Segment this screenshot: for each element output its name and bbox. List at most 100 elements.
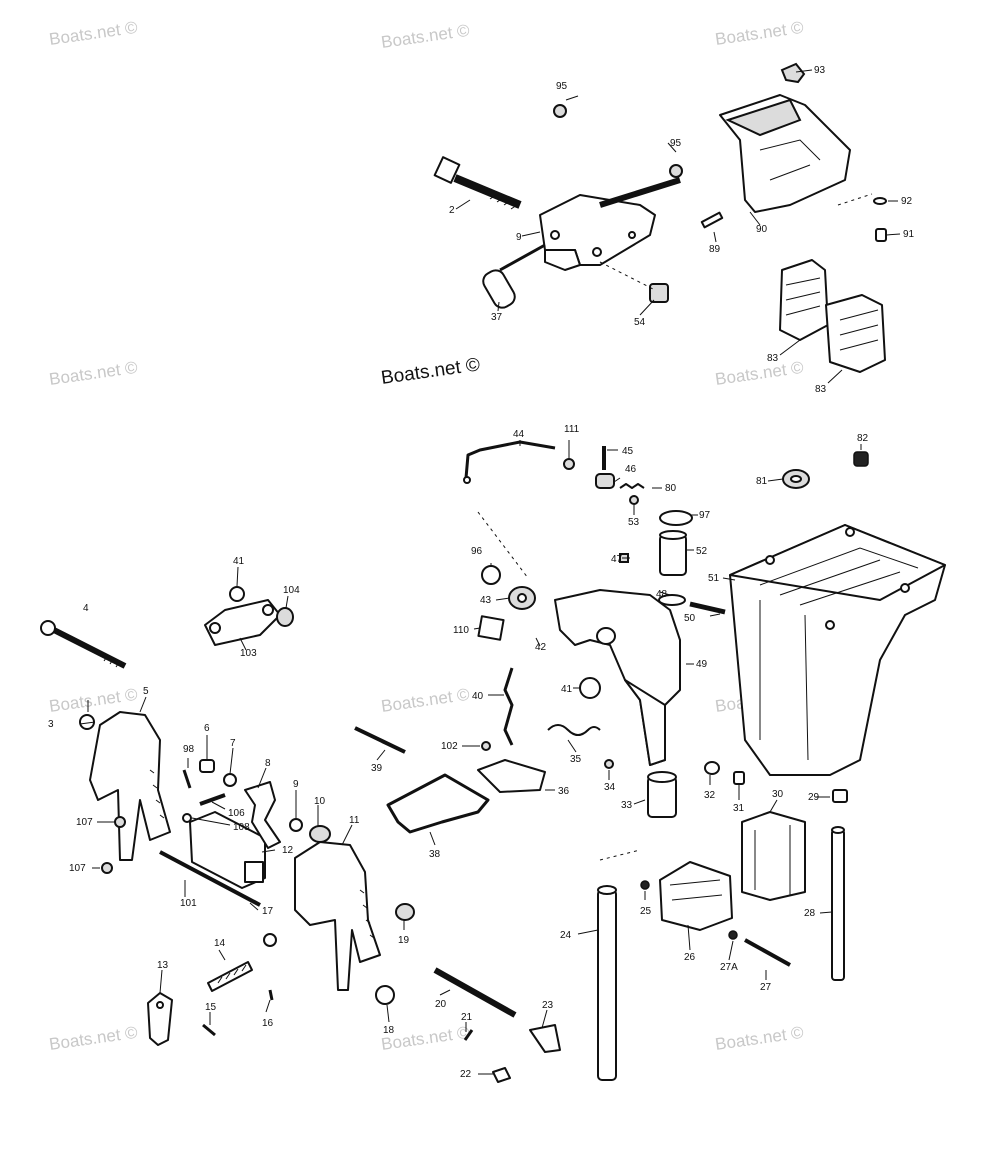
block xyxy=(595,473,615,489)
pad-12-end xyxy=(244,861,264,883)
rod-39 xyxy=(354,726,406,754)
callout-label: 83 xyxy=(815,384,827,395)
swivel-housing xyxy=(477,510,726,818)
callout-label: 52 xyxy=(696,546,708,557)
callout-label: 90 xyxy=(756,224,768,235)
callout-label: 9 xyxy=(293,779,299,790)
callout-label: 41 xyxy=(561,684,573,695)
callout-label: 83 xyxy=(767,353,779,364)
callout-label: 47 xyxy=(611,554,623,565)
nut-104 xyxy=(276,607,294,627)
tube-28-top xyxy=(831,826,845,834)
pin-98 xyxy=(182,769,192,789)
callout-labels: 2 3 4 5 6 7 8 9 9 10 11 12 13 14 15 16 1… xyxy=(48,65,915,1080)
callout-label: 41 xyxy=(233,556,245,567)
callout-label: 21 xyxy=(461,1012,473,1023)
callout-label: 107 xyxy=(76,817,93,828)
callout-label: 9 xyxy=(516,232,522,243)
watermark: Boats.net © xyxy=(48,358,139,389)
handle-13 xyxy=(147,992,173,1046)
bracket-hole xyxy=(628,231,636,239)
callout-label: 29 xyxy=(808,792,820,803)
callout-label: 6 xyxy=(204,723,210,734)
handle-13-hole xyxy=(156,1001,164,1009)
watermark: Boats.net © xyxy=(380,21,471,52)
lock-plate xyxy=(477,759,546,793)
screw-106 xyxy=(199,793,226,806)
shaft-20 xyxy=(433,967,517,1018)
screw-6 xyxy=(199,759,215,773)
callout-label: 111 xyxy=(564,424,580,435)
pin-21 xyxy=(463,1029,474,1041)
spring-wire xyxy=(503,667,514,746)
callout-label: 13 xyxy=(157,960,169,971)
callout-label: 80 xyxy=(665,483,677,494)
clamp-bolt xyxy=(689,601,726,615)
housing-top-rim xyxy=(729,524,946,601)
callout-label: 89 xyxy=(709,244,721,255)
callout-label: 96 xyxy=(471,546,483,557)
clamp-half-30 xyxy=(741,811,806,901)
swivel-ring-hole xyxy=(517,593,527,603)
clip-22 xyxy=(492,1067,511,1083)
callout-label: 51 xyxy=(708,573,720,584)
callout-label: 28 xyxy=(804,908,816,919)
seal-ring xyxy=(659,510,693,526)
callout-label: 36 xyxy=(558,786,570,797)
callout-label: 19 xyxy=(398,935,410,946)
callout-label: 108 xyxy=(233,822,250,833)
callout-label: 7 xyxy=(230,738,236,749)
locknut xyxy=(553,104,567,118)
nut xyxy=(649,283,669,303)
through-bolt-4 xyxy=(48,625,127,669)
leader-lines xyxy=(79,69,901,1075)
tube-24 xyxy=(597,889,617,1081)
lower-housing xyxy=(704,451,946,803)
link-arm-hole xyxy=(262,604,274,616)
callout-label: 25 xyxy=(640,906,652,917)
link-nut xyxy=(563,458,575,470)
callout-label: 42 xyxy=(535,642,547,653)
callout-label: 44 xyxy=(513,429,525,440)
lock-lever xyxy=(386,773,490,834)
swivel-bore xyxy=(596,627,616,645)
callout-label: 17 xyxy=(262,906,274,917)
callout-label: 5 xyxy=(143,686,149,697)
callout-label: 18 xyxy=(383,1025,395,1036)
tilt-lock-assembly xyxy=(354,667,614,834)
callout-label: 53 xyxy=(628,517,640,528)
callout-label: 98 xyxy=(183,744,195,755)
bushing xyxy=(482,269,516,309)
screw-14 xyxy=(207,961,253,992)
washer-32 xyxy=(704,761,720,775)
washer-large xyxy=(481,565,501,585)
callout-label: 2 xyxy=(449,205,455,216)
washer-7 xyxy=(223,773,237,787)
rod-101 xyxy=(159,850,261,907)
clamp-bracket-assembly xyxy=(700,62,887,242)
link-arm-assembly xyxy=(204,586,294,646)
callout-label: 43 xyxy=(480,595,492,606)
watermark: Boats.net © xyxy=(714,18,805,49)
callout-label: 97 xyxy=(699,510,711,521)
washer-108 xyxy=(182,813,192,823)
screw-34 xyxy=(604,759,614,769)
pin-15 xyxy=(202,1023,216,1037)
plug xyxy=(853,451,869,467)
bolt-27 xyxy=(744,938,791,967)
watermark: Boats.net © xyxy=(380,685,471,716)
bracket-tube xyxy=(599,177,681,208)
lever-8 xyxy=(244,781,281,849)
plate xyxy=(477,615,505,641)
clamp-bracket-face xyxy=(725,98,802,137)
housing-covers xyxy=(779,259,886,373)
swivel-spine xyxy=(624,679,666,766)
locknut xyxy=(669,164,683,178)
stern-bracket-5 xyxy=(89,711,171,861)
callout-label: 20 xyxy=(435,999,447,1010)
callout-label: 39 xyxy=(371,763,383,774)
washer-18 xyxy=(375,985,395,1005)
callout-label: 24 xyxy=(560,930,572,941)
callout-label: 102 xyxy=(441,741,458,752)
